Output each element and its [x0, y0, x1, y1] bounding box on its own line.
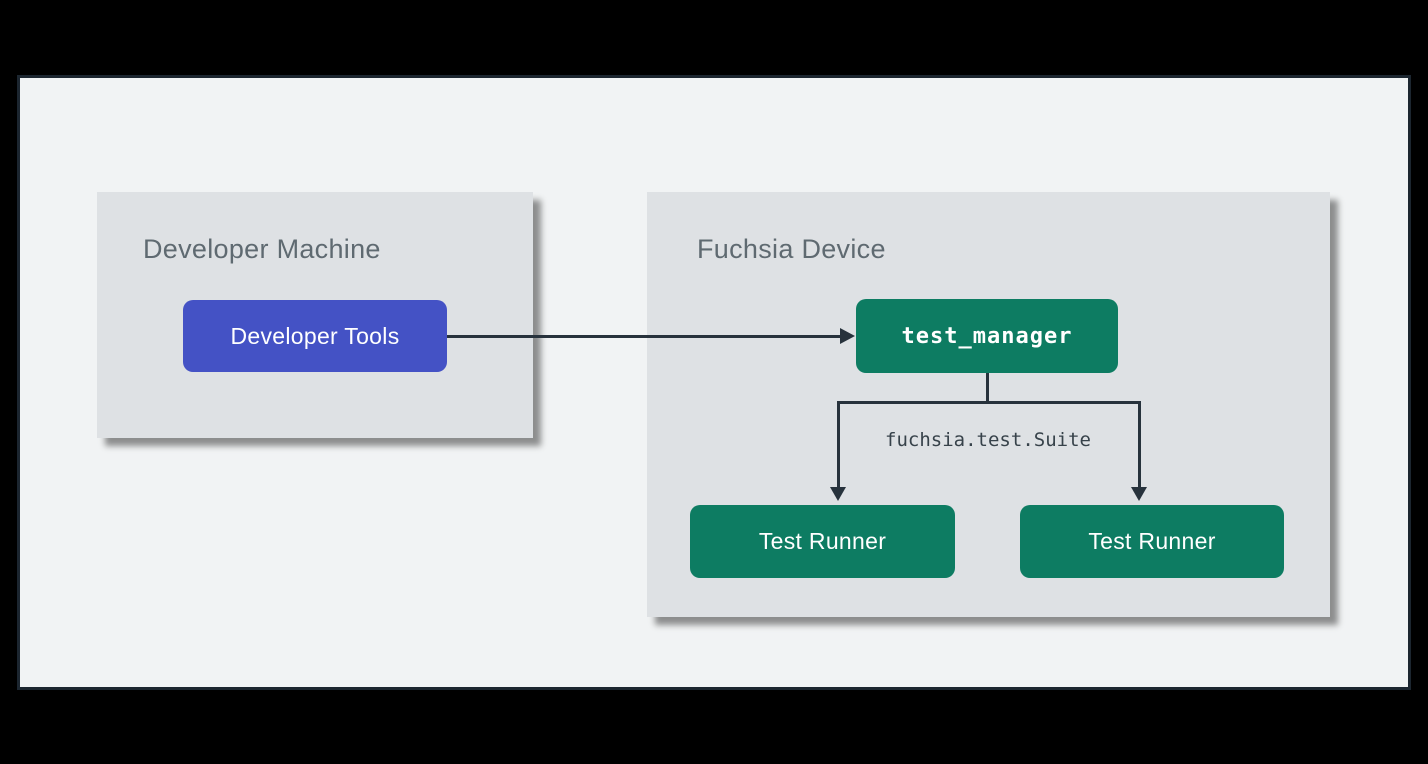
test-manager-node: test_manager: [856, 299, 1118, 373]
arrowhead-right-icon: [840, 328, 855, 344]
developer-tools-node: Developer Tools: [183, 300, 447, 372]
connector-branch-right-line: [1138, 401, 1141, 488]
developer-machine-title: Developer Machine: [143, 234, 381, 264]
arrowhead-down-left-icon: [830, 487, 846, 501]
arrowhead-down-right-icon: [1131, 487, 1147, 501]
connector-branch-left-line: [837, 401, 840, 488]
test-runner-node-left: Test Runner: [690, 505, 955, 578]
test-runner-node-right: Test Runner: [1020, 505, 1284, 578]
protocol-label: fuchsia.test.Suite: [885, 429, 1091, 451]
connector-branch-horizontal-line: [837, 401, 1141, 404]
connector-dev-to-manager-line: [447, 335, 841, 338]
fuchsia-device-title: Fuchsia Device: [697, 234, 886, 264]
connector-manager-down-line: [986, 373, 989, 403]
